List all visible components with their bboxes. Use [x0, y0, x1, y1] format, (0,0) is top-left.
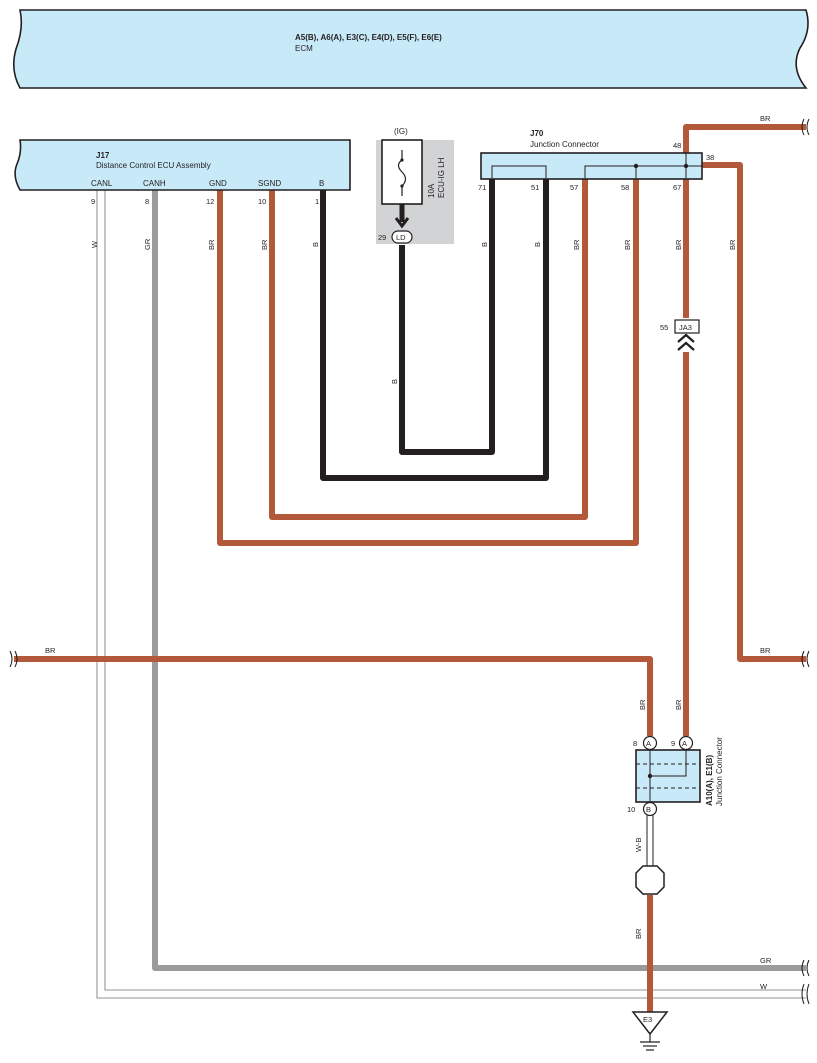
ecm-component: A5(B), A6(A), E3(C), E4(D), E5(F), E6(E)… — [12, 9, 809, 89]
j17-pin-b-label: B — [319, 179, 324, 188]
break-mark-left — [9, 650, 18, 668]
wire-38-right — [702, 162, 806, 662]
junction-pin-left: 8 — [633, 739, 637, 748]
fuse-name: ECU-IG LH — [437, 157, 446, 198]
fuse-connector: LD — [396, 233, 406, 242]
shield-ground-symbol — [635, 865, 665, 895]
ja3-component: 55 JA3 — [660, 319, 700, 351]
wire-left-br — [14, 656, 653, 736]
fuse-rating: 10A — [427, 183, 436, 198]
fuse-arrow-icon — [394, 217, 410, 229]
j17-pin-gnd-num: 12 — [206, 197, 214, 206]
wire-canl-w-inner — [104, 190, 806, 991]
junction-pin-bottom-conn: B — [646, 805, 651, 814]
j17-pin-canh-label: CANH — [143, 179, 166, 188]
j70-code: J70 — [530, 129, 544, 138]
wire-canh-gr — [152, 190, 806, 971]
junction-pin-left-conn: A — [646, 739, 651, 748]
wire-canl-w-outer — [96, 190, 806, 999]
top-right-wire-color: BR — [760, 114, 771, 123]
break-marks-right — [801, 118, 810, 1005]
j70-pin-71: 71 — [478, 183, 486, 192]
ground-code: E3 — [643, 1015, 652, 1024]
j17-pin-sgnd-label: SGND — [258, 179, 281, 188]
fuse-wire-color: B — [390, 379, 399, 384]
wire-gnd-br — [217, 178, 639, 546]
wire-color-71: B — [480, 242, 489, 247]
ground-triangle-icon — [631, 1011, 669, 1036]
junction-component: BR BR 8 A 9 A A10(A), E1(B) Junction Con… — [627, 699, 724, 939]
j17-pin-gnd-label: GND — [209, 179, 227, 188]
shield-wire — [635, 814, 665, 895]
j17-pin-sgnd-num: 10 — [258, 197, 266, 206]
wire-color-canh: GR — [143, 238, 152, 250]
wire-top-right-br — [683, 124, 806, 153]
j17-pin-b-num: 1 — [315, 197, 319, 206]
j17-pin-canl-num: 9 — [91, 197, 95, 206]
junction-left-color: BR — [638, 699, 647, 710]
ja3-connector-icon — [677, 333, 695, 351]
left-wire-color: BR — [45, 646, 56, 655]
j70-pin-58: 58 — [621, 183, 629, 192]
fuse-component: (IG) 10A ECU-IG LH 29 LD B — [376, 127, 454, 384]
j70-name: Junction Connector — [530, 140, 599, 149]
wire-color-58: BR — [623, 239, 632, 250]
j70-pin-51: 51 — [531, 183, 539, 192]
ja3-pin: 55 — [660, 323, 668, 332]
ground-e3: E3 — [631, 1011, 669, 1051]
ja3-code: JA3 — [679, 323, 692, 332]
junction-pin-right-conn: A — [682, 739, 687, 748]
j17-component: J17 Distance Control ECU Assembly CANL C… — [14, 139, 351, 206]
junction-name: A10(A), E1(B) — [705, 755, 714, 806]
junction-sub: Junction Connector — [715, 737, 724, 806]
junction-pin-right: 9 — [671, 739, 675, 748]
fuse-icon — [397, 150, 407, 196]
j70-pin-67: 67 — [673, 183, 681, 192]
wire-color-57: BR — [572, 239, 581, 250]
wire-color-canl: W — [90, 240, 99, 248]
wire-sgnd-br — [269, 178, 588, 520]
ecm-name-label: ECM — [295, 44, 313, 53]
wire-color-51: B — [533, 242, 542, 247]
j17-code: J17 — [96, 151, 110, 160]
right-wire-color: BR — [760, 646, 771, 655]
bottom-w-label: W — [760, 982, 768, 991]
bottom-gr-label: GR — [760, 956, 772, 965]
wire-color-67: BR — [674, 239, 683, 250]
j17-pin-canh-num: 8 — [145, 197, 149, 206]
wire-color-sgnd: BR — [260, 239, 269, 250]
j70-pin-38: 38 — [706, 153, 714, 162]
j70-pin-57: 57 — [570, 183, 578, 192]
j17-wire-colors: W GR BR BR B — [90, 238, 320, 250]
ground-wire-color: BR — [634, 928, 643, 939]
j70-wire-colors: B B BR BR BR BR — [480, 239, 737, 250]
fuse-pin-num: 29 — [378, 233, 386, 242]
ecm-connectors-label: A5(B), A6(A), E3(C), E4(D), E5(F), E6(E) — [295, 33, 442, 42]
wire-color-gnd: BR — [207, 239, 216, 250]
wire-color-38: BR — [728, 239, 737, 250]
fuse-supply: (IG) — [394, 127, 408, 136]
wire-b-pin1 — [320, 178, 549, 481]
j70-pin-48: 48 — [673, 141, 681, 150]
junction-pin-bottom: 10 — [627, 805, 635, 814]
j17-pin-canl-label: CANL — [91, 179, 113, 188]
shield-wire-color: W-B — [634, 838, 643, 852]
j17-name: Distance Control ECU Assembly — [96, 161, 211, 170]
j70-component: J70 Junction Connector 71 51 57 58 67 48… — [478, 129, 714, 192]
wire-color-b: B — [311, 242, 320, 247]
junction-right-color: BR — [674, 699, 683, 710]
wire-b-fuse — [399, 178, 495, 455]
